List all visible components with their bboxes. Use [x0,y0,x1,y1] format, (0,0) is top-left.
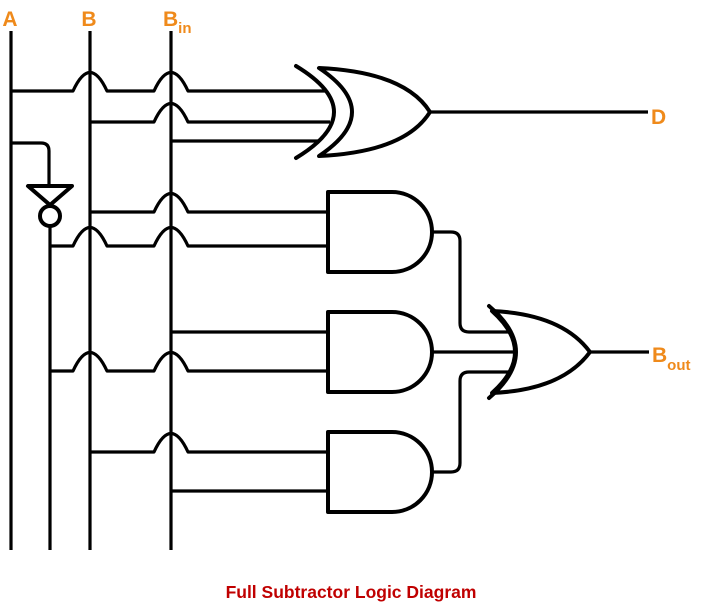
input-label-bin: Bin [163,8,192,37]
wire-a-to-not [11,141,51,186]
input-label-bin-base: B [163,8,178,31]
input-label-a: A [2,8,17,31]
output-label-d: D [651,106,666,129]
or-gate-leading-arc [487,304,518,400]
input-label-b: B [81,8,96,31]
or-gate [487,304,592,400]
xor-gate [294,64,432,160]
xor-gate-body [317,66,432,158]
xor-gate-leading-arc [294,64,336,160]
diagram-title: Full Subtractor Logic Diagram [226,582,477,602]
and-gate-2 [326,310,434,394]
output-label-bout: Bout [652,344,691,374]
not-gate [26,184,74,228]
wire-b-to-and1 [90,192,330,214]
wire-a-to-xor [11,71,326,93]
wire-nota-to-and2 [50,351,330,373]
output-label-bout-base: B [652,344,667,367]
wire-and1-to-or [432,230,510,334]
not-gate-triangle [26,184,74,207]
input-label-bin-subscript: in [178,20,191,37]
and-gate-3 [326,430,434,514]
wire-and3-to-or [432,370,510,474]
not-gate-bubble [38,204,62,228]
and-gate-1 [326,190,434,274]
output-label-bout-subscript: out [667,357,690,374]
wire-nota-to-and1 [50,226,330,248]
wire-b-to-xor [90,102,330,124]
wire-b-to-and3 [90,432,330,454]
